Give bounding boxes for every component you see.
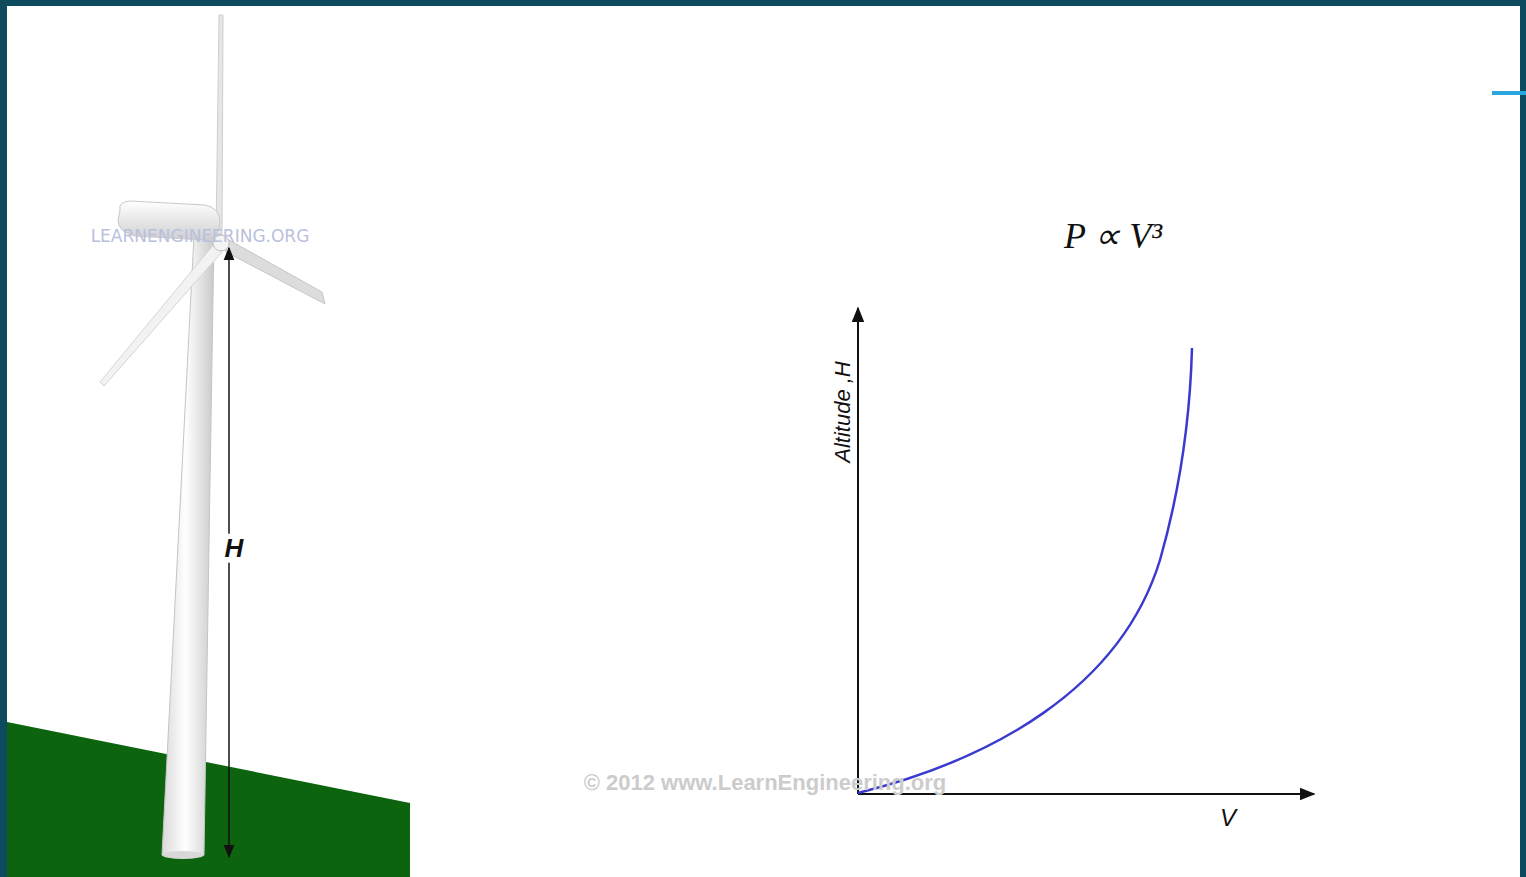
watermark: © 2012 www.LearnEngineering.org [584,771,947,795]
panel [7,6,1520,877]
dimension-label: H [222,534,247,563]
accent-line [1492,91,1526,95]
watermark: LEARNENGINEERING.ORG [91,227,310,246]
ground [7,722,410,877]
wind-turbine [100,15,325,859]
y-axis [857,308,859,794]
axis-label: V [1220,805,1236,831]
chart-title: P ∝ V³ [1064,217,1162,257]
axis-label: Altitude ,H [831,361,855,463]
power-curve [858,348,1192,793]
